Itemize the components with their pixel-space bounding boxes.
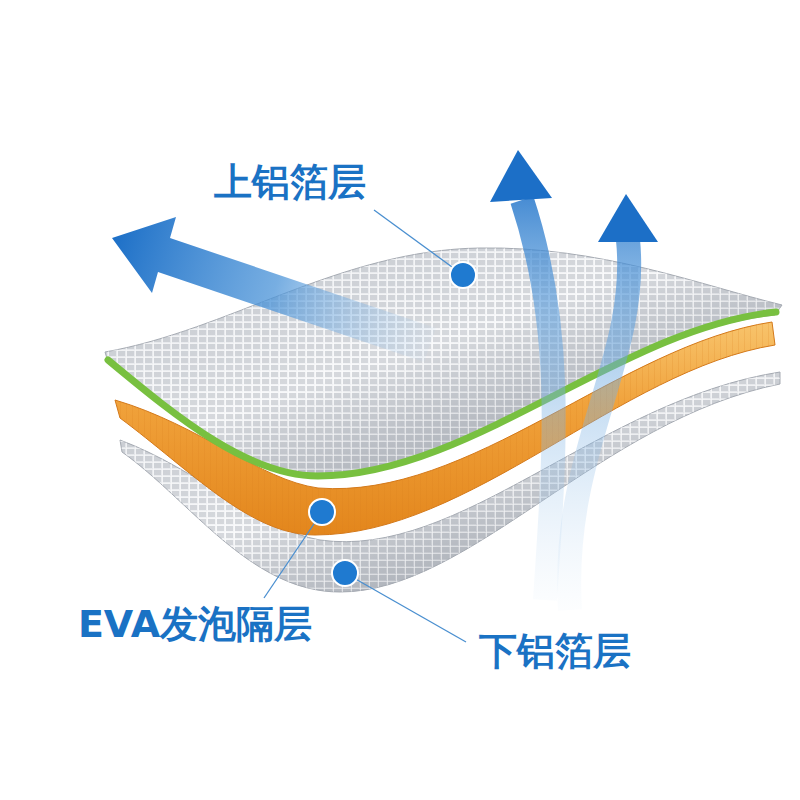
part-label: 下铝箔层 bbox=[479, 631, 631, 673]
part-label: 上铝箔层 bbox=[214, 162, 366, 204]
leader-lines bbox=[264, 210, 466, 642]
part-label: EVA发泡隔层 bbox=[78, 604, 312, 646]
callout-dots bbox=[309, 262, 476, 586]
heat-arrows bbox=[112, 150, 658, 610]
